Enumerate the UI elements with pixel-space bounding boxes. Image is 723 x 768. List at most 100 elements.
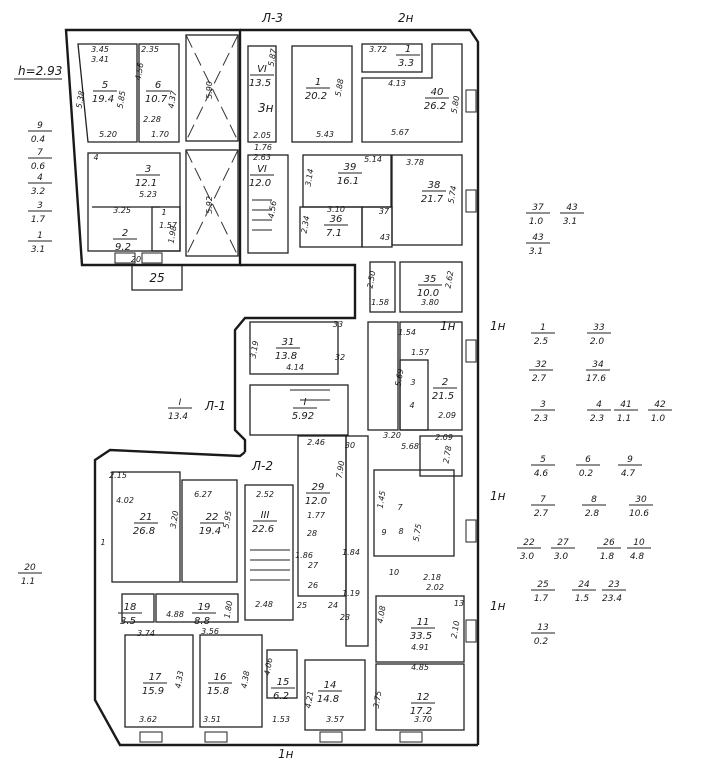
room-label-area: 8.8 [194, 616, 210, 627]
dimension-label: 3.70 [414, 715, 432, 724]
legend-entry-number: 9 [627, 455, 633, 465]
room-label-number: 19 [198, 602, 211, 613]
staircase-hatch [250, 199, 330, 581]
legend-entry-area: 1.0 [529, 217, 544, 227]
dimension-label: 3.62 [139, 715, 157, 724]
room-label-number: 1 [315, 77, 321, 88]
legend-entry-area: 2.7 [532, 374, 547, 384]
legend-entry-number: 4 [596, 400, 602, 410]
room-label-number: 29 [312, 482, 325, 493]
room-label-number: 39 [344, 162, 357, 173]
courtyard-label: 25 [149, 271, 164, 285]
legend-entry-area: 2.7 [534, 509, 549, 519]
room-label-number: 36 [330, 214, 343, 225]
room-label-area: 19.4 [92, 94, 114, 105]
legend-entry-area: 2.0 [590, 337, 605, 347]
legend-entry-area: 1.1 [21, 577, 35, 587]
legend-entry-number: 25 [537, 580, 549, 590]
dimension-label: 5.75 [412, 523, 424, 542]
legend-entry-area: 2.5 [534, 337, 549, 347]
dimension-label: 2.48 [255, 600, 273, 609]
legend-entry-number: 23 [608, 580, 620, 590]
legend-entry-number: 6 [585, 455, 591, 465]
dimension-label: 5.23 [139, 190, 157, 199]
legend-entry-number: 10 [633, 538, 645, 548]
room-label-number: 14 [324, 680, 337, 691]
room-label-number: 31 [282, 337, 295, 348]
legend-entry-number: 7 [37, 148, 43, 158]
dimension-label: 4.21 [304, 690, 316, 709]
dimension-label: 1.84 [342, 548, 360, 557]
dimension-label: 3.56 [201, 627, 219, 636]
small-room-number: 4 [409, 401, 414, 410]
room-label-number: 35 [424, 274, 437, 285]
small-room-number: 13 [454, 599, 464, 608]
dimension-label: 5.85 [116, 90, 128, 109]
room-label-area: 26.8 [133, 526, 155, 537]
room-label-number: 16 [214, 672, 227, 683]
room-label-number: I [304, 397, 307, 408]
small-room-number: 27 [308, 561, 319, 570]
room-label-area: 7.1 [326, 228, 342, 239]
room-label-area: 13.8 [275, 351, 297, 362]
dimension-label: 3.78 [406, 158, 424, 167]
legend-entry-area: 3.1 [529, 247, 543, 257]
legend-entry-area: 0.6 [31, 162, 46, 172]
room-label-area: 20.2 [305, 91, 327, 102]
legend-entry-area: 23.4 [602, 594, 622, 604]
dimension-label: 5.20 [99, 130, 117, 139]
room-label-area: 10.7 [145, 94, 168, 105]
room-label-area: 12.0 [305, 496, 327, 507]
room-label-area: 15.8 [207, 686, 229, 697]
dimension-label: 3.19 [249, 340, 261, 359]
entrance-label: 1н [490, 489, 506, 503]
dimension-label: 5.90 [205, 81, 214, 99]
legend-entry-number: 1 [37, 231, 43, 241]
entrance-label: 1н [490, 599, 506, 613]
legend-entry-area: 3.1 [31, 245, 45, 255]
legend-entry-area: 3.2 [31, 187, 46, 197]
small-room-number: 1 [100, 538, 105, 547]
legend-entry-number: 27 [557, 538, 569, 548]
dimension-label: 1.76 [254, 143, 272, 152]
room-label-number: 2 [442, 377, 448, 388]
dimension-label: 2.63 [253, 153, 271, 162]
room-label-number: 21 [140, 512, 153, 523]
room-label-number: 38 [428, 180, 441, 191]
dimension-label: 2.50 [366, 270, 378, 289]
room-label-area: 3.3 [398, 58, 414, 69]
dimension-label: 2.09 [438, 411, 456, 420]
room-label-number: 18 [124, 602, 137, 613]
dimension-label: 2.10 [450, 620, 462, 639]
room-label-area: 17.2 [410, 706, 432, 717]
room-label-area: 10.0 [417, 288, 439, 299]
dimension-label: 4.88 [166, 610, 184, 619]
room-label-area: 16.1 [337, 176, 359, 187]
legend-entry-number: 34 [592, 360, 604, 370]
small-room-number: 9 [381, 528, 386, 537]
entrance-label: 1н [440, 319, 456, 333]
room-label-number: 12 [417, 692, 430, 703]
dimension-label: 2.78 [442, 445, 454, 464]
dimension-label: 2.52 [256, 490, 274, 499]
legend-entry-area: 2.3 [590, 414, 605, 424]
small-room-number: 4 [93, 153, 98, 162]
small-room-number: 10 [389, 568, 399, 577]
legend-entry-area: 4.6 [534, 469, 549, 479]
legend-entry-area: 0.2 [534, 637, 549, 647]
dimension-label: 4.13 [388, 79, 406, 88]
dimension-label: 1.54 [398, 328, 416, 337]
legend-entry-number: 32 [535, 360, 547, 370]
legend-entry-number: 43 [566, 203, 578, 213]
dimension-label: 3.80 [421, 298, 439, 307]
dimension-label: 4.08 [376, 605, 388, 624]
room-label-area: 21.5 [432, 391, 454, 402]
room-label-number: 5 [102, 80, 108, 91]
dimension-label: 3.75 [372, 690, 384, 709]
legend-entry-area: 4.7 [621, 469, 636, 479]
entrance-label: 1н [490, 319, 506, 333]
small-room-number: 24 [328, 601, 338, 610]
stair-label-l3: Л-3 [261, 11, 283, 25]
